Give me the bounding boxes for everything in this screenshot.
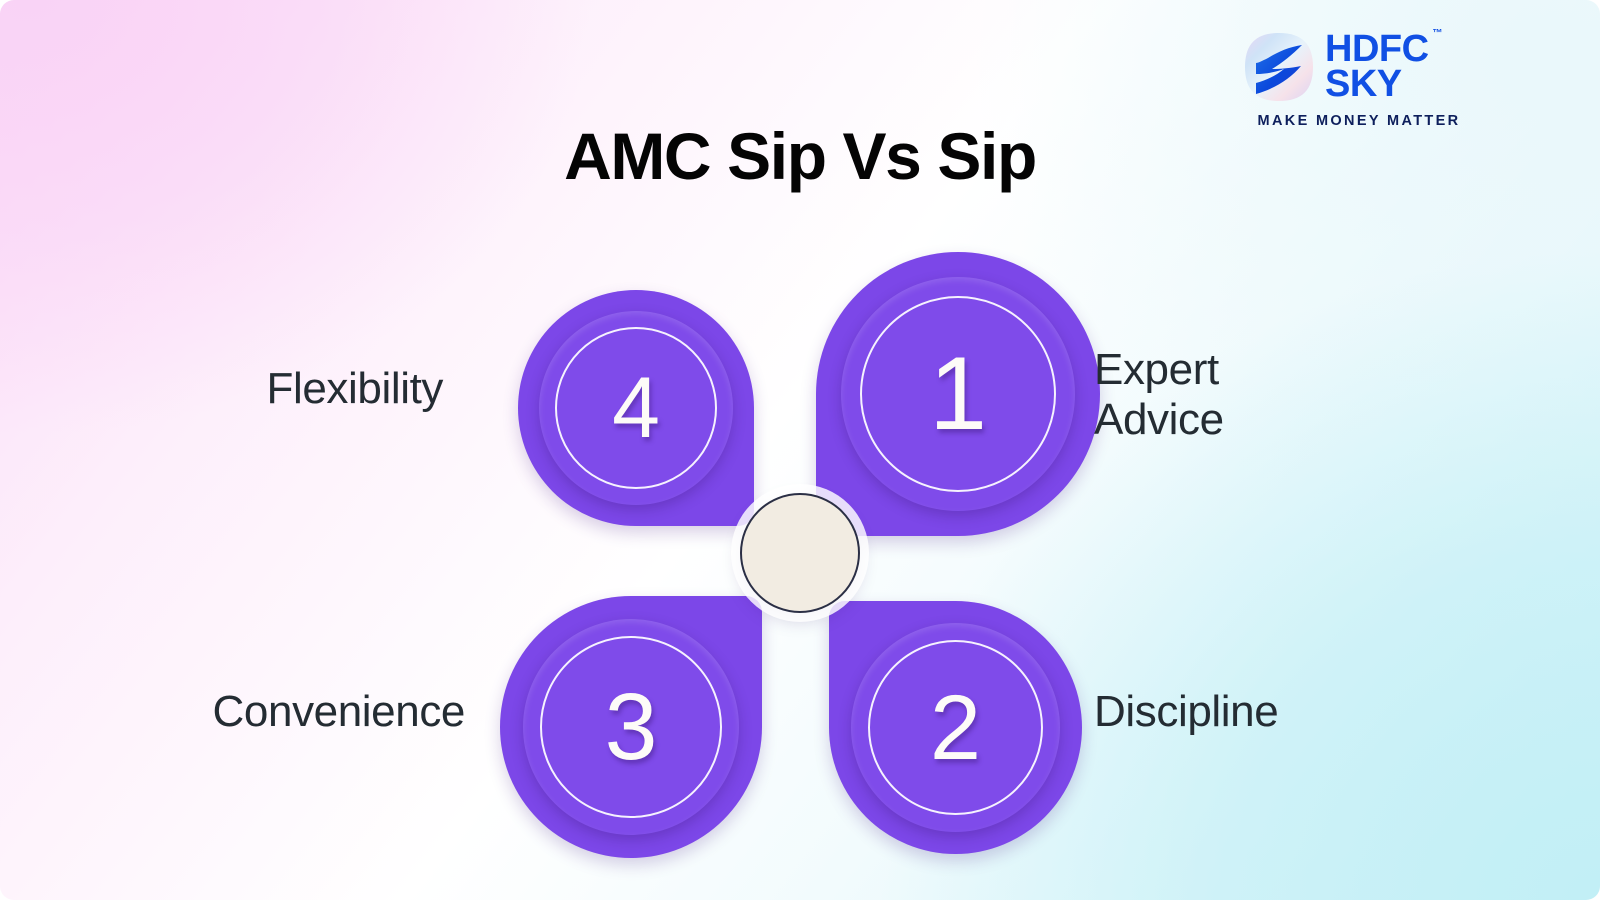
brand-name-line2: SKY <box>1325 63 1402 105</box>
label-convenience: Convenience <box>212 687 466 736</box>
label-discipline: Discipline <box>1094 687 1279 736</box>
brand-logo: HDFC SKY ™ MAKE MONEY MATTER <box>1244 28 1474 143</box>
petal-expert-advice[interactable]: 1 <box>816 252 1100 536</box>
brand-wordmark: HDFC SKY ™ <box>1325 28 1443 105</box>
label-flexibility: Flexibility <box>266 364 443 413</box>
four-petal-diagram: 1 2 3 4 <box>500 248 1100 858</box>
petal-flexibility[interactable]: 4 <box>518 290 754 526</box>
logo-row: HDFC SKY ™ <box>1244 28 1474 106</box>
petal-number: 3 <box>604 673 658 780</box>
petal-disc: 1 <box>841 277 1075 511</box>
petal-number: 2 <box>929 676 982 779</box>
brand-tagline: MAKE MONEY MATTER <box>1257 113 1461 129</box>
trademark-symbol: ™ <box>1432 28 1443 40</box>
diagram-center-hub <box>740 493 860 613</box>
petal-number: 1 <box>929 336 987 452</box>
petal-discipline[interactable]: 2 <box>829 601 1082 854</box>
hdfc-sky-swoosh-icon <box>1244 32 1314 102</box>
petal-disc: 4 <box>539 311 733 505</box>
petal-convenience[interactable]: 3 <box>500 596 762 858</box>
petal-disc: 2 <box>851 623 1060 832</box>
label-expert-advice: Expert Advice <box>1094 345 1224 445</box>
page-title: AMC Sip Vs Sip <box>564 119 1037 193</box>
petal-disc: 3 <box>523 619 739 835</box>
brand-name-line1: HDFC <box>1325 28 1429 71</box>
petal-number: 4 <box>612 360 660 456</box>
